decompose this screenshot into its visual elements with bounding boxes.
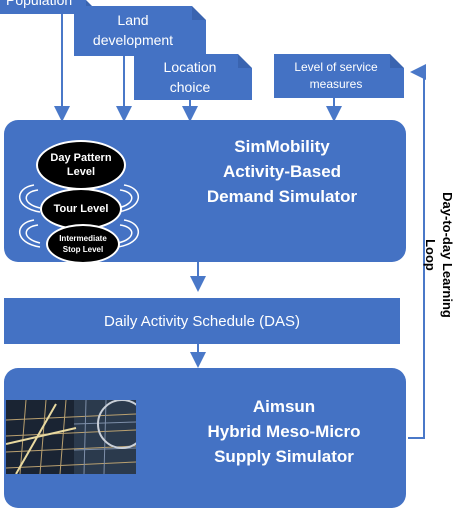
location-choice-label: Location choice <box>163 59 217 95</box>
location-choice-fold <box>238 54 252 68</box>
learning-loop-label: Day-to-day Learning Loop <box>423 192 455 318</box>
population-label: Population <box>6 0 73 8</box>
connector-arrows <box>54 14 426 439</box>
city-map-image <box>6 400 136 474</box>
level-intermediate-stop: Intermediate Stop Level <box>46 224 120 264</box>
level-of-service-label: Level of service measures <box>294 60 378 91</box>
loop-line <box>408 64 426 439</box>
land-development-fold <box>192 6 206 20</box>
level-cycle-arrows <box>18 184 140 248</box>
level-day-pattern-label: Day Pattern Level <box>50 152 112 178</box>
demand-simulator-title: SimMobility Activity-Based Demand Simula… <box>206 137 358 206</box>
das-box: Daily Activity Schedule (DAS) <box>4 298 400 344</box>
level-of-service-box: Level of service measures <box>274 54 404 98</box>
level-day-pattern: Day Pattern Level <box>36 140 126 190</box>
level-tour-label: Tour Level <box>53 203 109 215</box>
location-choice-box: Location choice <box>134 54 252 100</box>
das-label: Daily Activity Schedule (DAS) <box>104 312 300 330</box>
land-development-box: Land development <box>74 6 206 56</box>
level-of-service-fold <box>390 54 404 68</box>
land-development-label: Land development <box>92 12 174 48</box>
supply-simulator-title: Aimsun Hybrid Meso-Micro Supply Simulato… <box>207 397 361 466</box>
level-intermediate-stop-label: Intermediate Stop Level <box>59 234 107 254</box>
